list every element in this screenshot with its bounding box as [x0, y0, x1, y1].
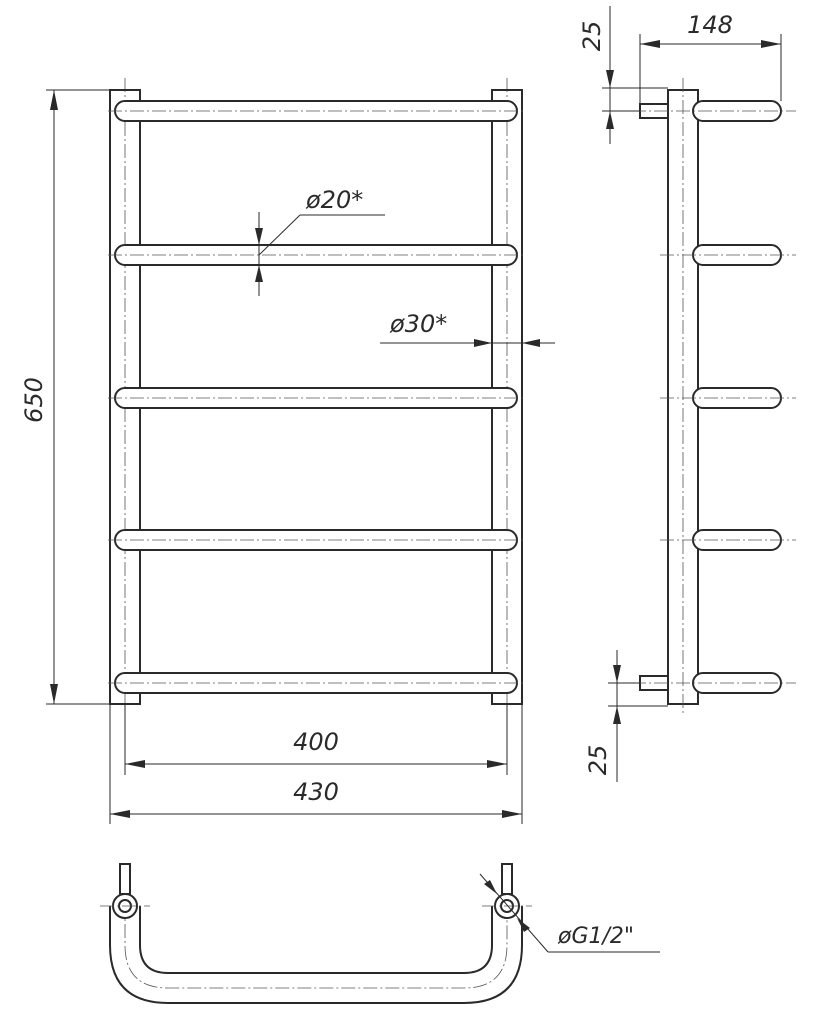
dimension-arrow-icon	[474, 339, 492, 347]
front-view: 650 400 430 ø20*	[20, 78, 555, 824]
dimension-arrow-icon	[487, 760, 507, 768]
inner-width-label: 400	[293, 728, 339, 756]
depth-dimension: 148	[639, 11, 782, 104]
bottom-offset-dimension: 25	[584, 650, 668, 782]
side-view: 148 25 25	[578, 6, 796, 782]
dimension-arrow-icon	[640, 40, 660, 48]
side-rungs	[632, 100, 796, 694]
left-stub	[119, 863, 131, 895]
dimension-arrow-icon	[613, 706, 621, 724]
outer-width-label: 430	[293, 778, 339, 806]
u-pipe-outer-contour	[109, 906, 523, 1004]
dimension-arrow-icon	[761, 40, 781, 48]
inner-width-dimension: 400	[124, 704, 508, 775]
rung-diameter-label: ø20*	[305, 186, 363, 214]
dimension-arrow-icon	[606, 70, 614, 88]
dimension-arrow-icon	[255, 265, 263, 282]
riser-diameter-callout: ø30*	[380, 310, 555, 347]
dimension-arrow-icon	[517, 918, 530, 932]
rung-diameter-callout: ø20*	[255, 186, 385, 296]
dimension-arrow-icon	[255, 228, 263, 245]
height-label: 650	[20, 377, 48, 423]
top-offset-dimension: 25	[578, 6, 668, 144]
dimension-arrow-icon	[50, 90, 58, 110]
u-pipe-inner-contour	[139, 906, 493, 974]
dimension-arrow-icon	[613, 665, 621, 683]
dimension-arrow-icon	[484, 880, 497, 894]
thread-callout: øG1/2"	[479, 873, 660, 953]
rungs	[108, 100, 524, 694]
top-view: øG1/2"	[100, 863, 660, 1004]
riser-diameter-label: ø30*	[389, 310, 447, 338]
dimension-arrow-icon	[502, 810, 522, 818]
dimension-arrow-icon	[50, 684, 58, 704]
dimension-arrow-icon	[522, 339, 540, 347]
right-stub	[501, 863, 513, 895]
top-offset-label: 25	[578, 21, 606, 52]
outer-width-dimension: 430	[109, 704, 523, 824]
dimension-arrow-icon	[110, 810, 130, 818]
thread-label: øG1/2"	[557, 924, 634, 949]
height-dimension: 650	[20, 89, 112, 705]
dimension-arrow-icon	[125, 760, 145, 768]
dimension-arrow-icon	[606, 111, 614, 129]
bottom-offset-label: 25	[584, 745, 612, 776]
depth-label: 148	[687, 11, 733, 39]
